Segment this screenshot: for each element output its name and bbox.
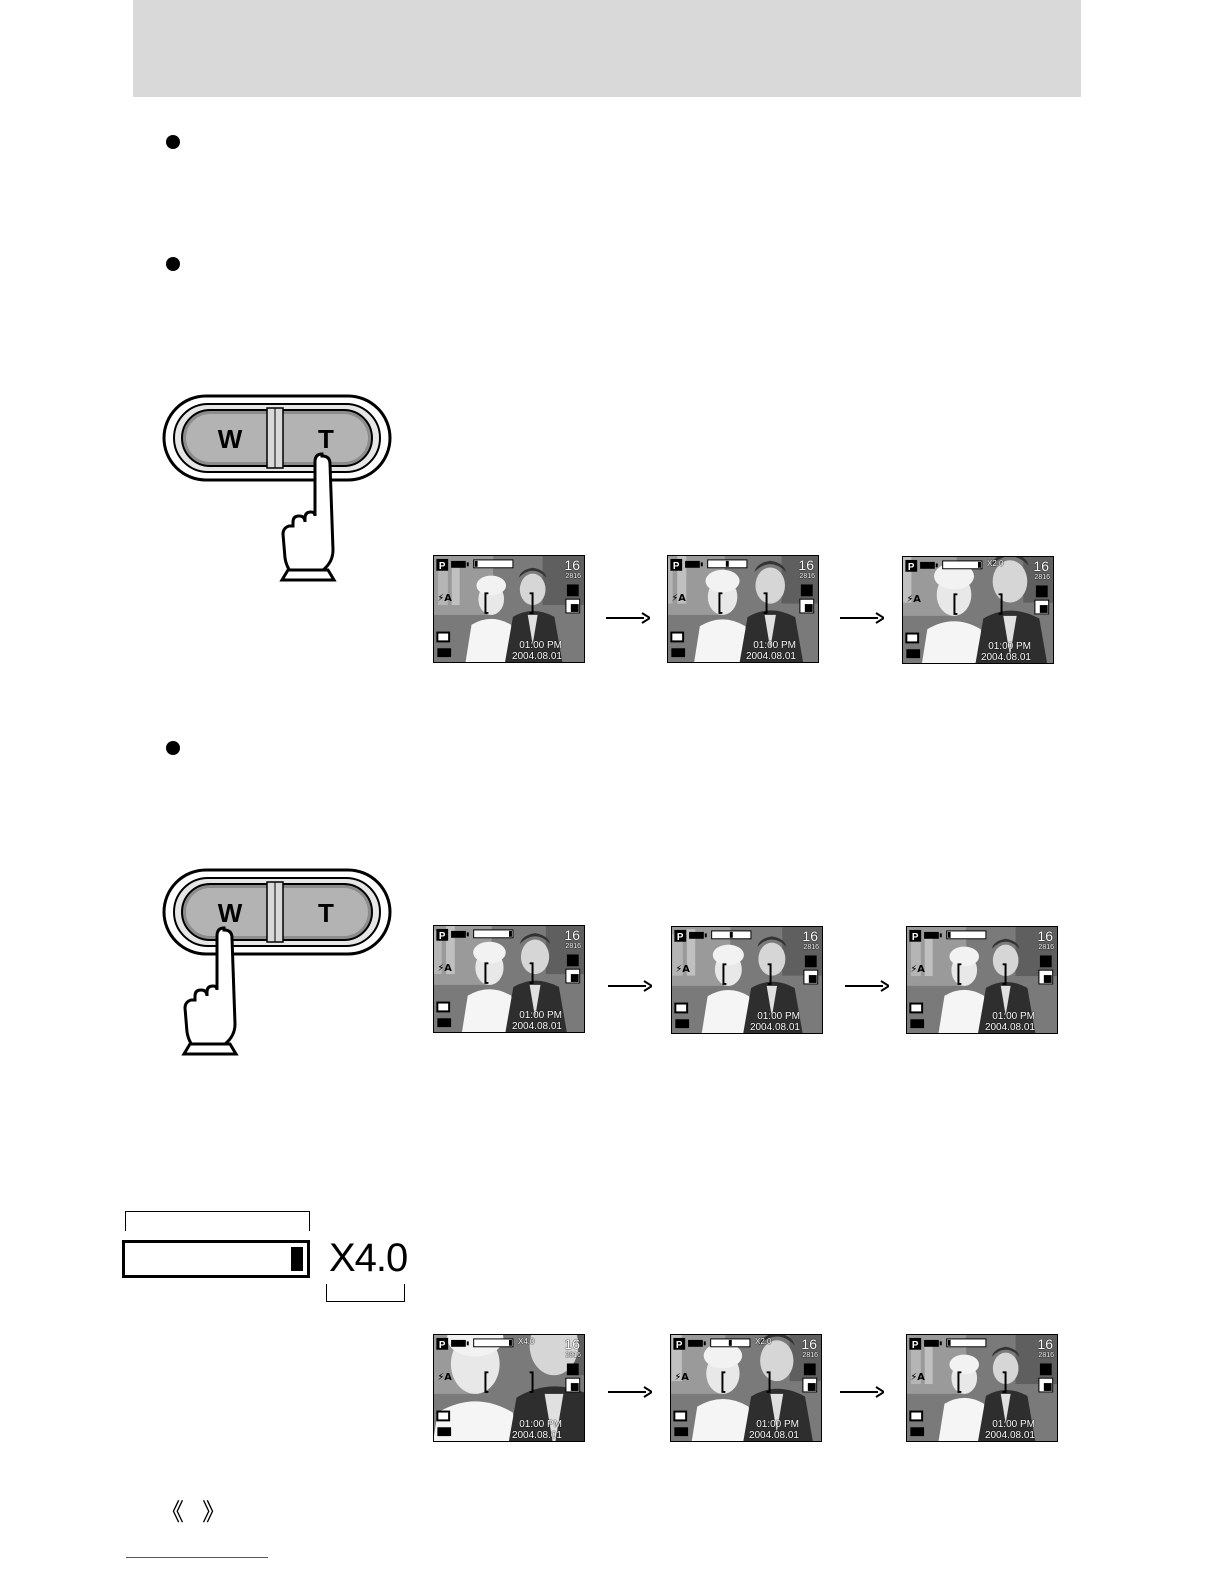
zoom-button-tele-illustration: W T	[162, 394, 392, 584]
image-size: 2816	[565, 1352, 581, 1359]
svg-text:P: P	[439, 561, 446, 572]
zoom-level-bar	[122, 1240, 310, 1278]
pressing-hand-icon	[279, 452, 337, 582]
image-size: 2816	[803, 944, 819, 951]
image-size: 2816	[565, 943, 581, 950]
svg-text:⚡A: ⚡A	[671, 593, 686, 604]
arrow-right-icon	[840, 1386, 884, 1398]
shots-remaining: 16	[564, 927, 580, 943]
page-mark-right: 》	[202, 1498, 226, 1526]
date-readout: 2004.08.01	[984, 1430, 1035, 1441]
shots-remaining: 16	[564, 557, 580, 573]
date-readout: 2004.08.01	[745, 651, 796, 662]
svg-text:⚡A: ⚡A	[906, 594, 921, 605]
lcd-screen: P ⚡A 16 2816 X2.0 01:00 PM	[670, 1334, 822, 1442]
date-readout: 2004.08.01	[511, 1430, 562, 1441]
shots-remaining: 16	[801, 1336, 817, 1352]
shots-remaining: 16	[798, 557, 814, 573]
arrow-right-icon	[608, 1386, 652, 1398]
svg-text:⚡A: ⚡A	[910, 1372, 925, 1383]
bullet-point-2	[166, 257, 180, 271]
zoom-level-indicator	[291, 1247, 303, 1271]
time-readout: 01:00 PM	[519, 1419, 562, 1430]
tele-label: T	[318, 424, 334, 454]
shots-remaining: 16	[802, 928, 818, 944]
svg-text:P: P	[908, 562, 915, 573]
date-readout: 2004.08.01	[749, 1022, 800, 1033]
svg-text:⚡A: ⚡A	[437, 593, 452, 604]
lcd-screen: P ⚡A 16 2816 01:00 PM	[667, 555, 819, 663]
time-readout: 01:00 PM	[988, 641, 1031, 652]
wide-label: W	[218, 898, 243, 928]
date-readout: 2004.08.01	[511, 1021, 562, 1032]
digital-zoom-bracket	[326, 1284, 405, 1302]
zoom-ratio: X2.0	[755, 1337, 772, 1346]
time-readout: 01:00 PM	[992, 1419, 1035, 1430]
image-size: 2816	[1034, 574, 1050, 581]
tele-label: T	[318, 898, 334, 928]
svg-text:P: P	[439, 1340, 446, 1351]
time-readout: 01:00 PM	[756, 1419, 799, 1430]
image-size: 2816	[802, 1352, 818, 1359]
shots-remaining: 16	[1037, 1336, 1053, 1352]
svg-text:⚡A: ⚡A	[437, 1372, 452, 1383]
digital-zoom-label: X4.0	[329, 1236, 408, 1280]
svg-text:P: P	[677, 932, 684, 943]
time-readout: 01:00 PM	[992, 1011, 1035, 1022]
svg-text:⚡A: ⚡A	[674, 1372, 689, 1383]
arrow-right-icon	[845, 980, 889, 992]
shots-remaining: 16	[1033, 558, 1049, 574]
date-readout: 2004.08.01	[748, 1430, 799, 1441]
svg-text:P: P	[912, 932, 919, 943]
lcd-screen: P ⚡A 16 2816 01:00 PM	[433, 555, 585, 663]
bullet-point-1	[166, 135, 180, 149]
pressing-hand-icon	[181, 926, 239, 1056]
svg-text:P: P	[673, 561, 680, 572]
zoom-ratio: X2.0	[987, 559, 1004, 568]
date-readout: 2004.08.01	[511, 651, 562, 662]
arrow-right-icon	[840, 612, 884, 624]
svg-text:⚡A: ⚡A	[437, 963, 452, 974]
arrow-right-icon	[608, 980, 652, 992]
date-readout: 2004.08.01	[980, 652, 1031, 663]
lcd-screen: P ⚡A 16 2816 X2.0 01:00 PM	[902, 556, 1054, 664]
image-size: 2816	[1038, 944, 1054, 951]
lcd-screen: P ⚡A 16 2816 01:00 PM	[433, 925, 585, 1033]
footer-link-line	[126, 1557, 268, 1558]
zoom-ratio: X4.0	[518, 1337, 535, 1346]
lcd-screen: P ⚡A 16 2816 01:00 PM	[906, 926, 1058, 1034]
shots-remaining: 16	[1037, 928, 1053, 944]
time-readout: 01:00 PM	[757, 1011, 800, 1022]
zoom-button-wide-illustration: W T	[162, 868, 392, 1058]
wide-label: W	[218, 424, 243, 454]
time-readout: 01:00 PM	[519, 640, 562, 651]
date-readout: 2004.08.01	[984, 1022, 1035, 1033]
shots-remaining: 16	[564, 1336, 580, 1352]
lcd-screen: P ⚡A 16 2816 X4.0 01:00 PM	[433, 1334, 585, 1442]
arrow-right-icon	[606, 612, 650, 624]
image-size: 2816	[799, 573, 815, 580]
svg-text:P: P	[439, 931, 446, 942]
svg-text:P: P	[912, 1340, 919, 1351]
header-bar	[133, 0, 1081, 97]
image-size: 2816	[1038, 1352, 1054, 1359]
lcd-screen: P ⚡A 16 2816 01:00 PM	[906, 1334, 1058, 1442]
image-size: 2816	[565, 573, 581, 580]
svg-text:P: P	[676, 1340, 683, 1351]
optical-zoom-bracket	[125, 1211, 310, 1231]
svg-text:⚡A: ⚡A	[910, 964, 925, 975]
time-readout: 01:00 PM	[519, 1010, 562, 1021]
time-readout: 01:00 PM	[753, 640, 796, 651]
lcd-screen: P ⚡A 16 2816 01:00 PM	[671, 926, 823, 1034]
bullet-point-3	[166, 741, 180, 755]
svg-text:⚡A: ⚡A	[675, 964, 690, 975]
page-mark-left: 《	[160, 1498, 184, 1526]
